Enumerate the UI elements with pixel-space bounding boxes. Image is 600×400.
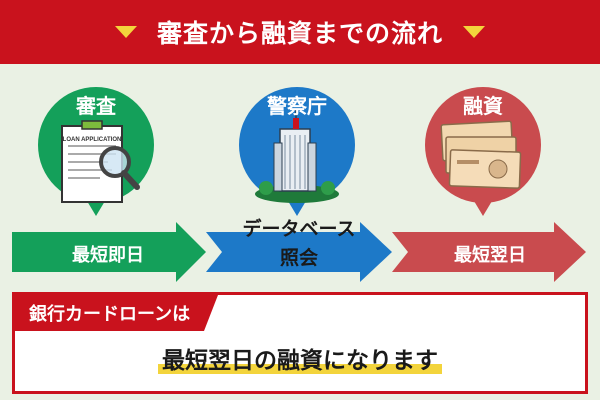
header-title: 審査から融資までの流れ	[156, 19, 443, 48]
arrow-green	[12, 222, 206, 282]
document-heading: LOAN APPLICATION	[63, 137, 122, 143]
result-text-wrap: 最短翌日の融資になります	[15, 341, 585, 375]
triangle-left-icon	[114, 26, 137, 38]
arrow-blue	[206, 222, 392, 282]
result-text: 最短翌日の融資になります	[158, 348, 442, 374]
triangle-right-icon	[463, 26, 485, 38]
arrow-blue-label-line2: 照会	[279, 247, 318, 269]
banknotes-icon	[440, 120, 522, 189]
result-tag: 銀行カードローンは	[15, 295, 219, 331]
step-loan-title: 融資	[463, 94, 503, 118]
arrow-green-label: 最短即日	[72, 245, 144, 266]
police-building-icon	[255, 110, 339, 203]
arrow-red	[392, 222, 586, 282]
document-icon	[61, 120, 123, 203]
magnifier-icon	[99, 146, 140, 190]
arrow-blue-label-line1: データベース	[242, 218, 356, 240]
arrow-red-label: 最短翌日	[454, 245, 526, 266]
header-banner: 審査から融資までの流れ	[0, 0, 600, 64]
step-police-title: 警察庁	[267, 94, 327, 118]
step-review-title: 審査	[76, 94, 116, 118]
result-box: 銀行カードローンは 最短翌日の融資になります	[12, 292, 588, 394]
